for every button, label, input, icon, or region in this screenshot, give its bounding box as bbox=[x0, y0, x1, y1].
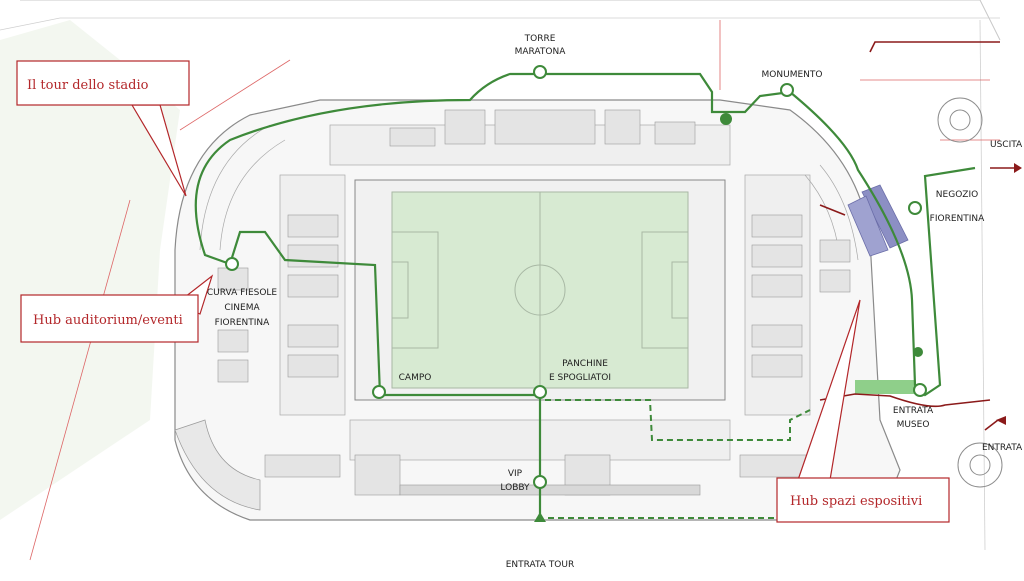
museum-entrance-area bbox=[855, 380, 915, 394]
label-curva-fiesole: CURVA FIESOLE bbox=[207, 288, 278, 298]
label-lobby: LOBBY bbox=[500, 483, 530, 493]
exit-arrow-icon bbox=[1014, 163, 1022, 173]
site-border-top bbox=[0, 17, 1000, 31]
label-uscita: USCITA bbox=[990, 140, 1023, 150]
callout-auditorium-text: Hub auditorium/eventi bbox=[33, 313, 183, 328]
road-line bbox=[179, 59, 291, 131]
callout-espositivi: Hub spazi espositivi bbox=[776, 477, 950, 523]
label-spogliatoi: E SPOGLIATOI bbox=[549, 373, 611, 383]
stand-blocks-north bbox=[389, 109, 696, 147]
label-maratona: MARATONA bbox=[515, 47, 567, 57]
south-west-curve bbox=[174, 419, 261, 511]
site-border-east bbox=[979, 19, 986, 551]
callout-tour: Il tour dello stadio bbox=[16, 60, 190, 106]
football-pitch bbox=[391, 191, 689, 389]
label-museo: MUSEO bbox=[897, 420, 930, 430]
label-cinema: CINEMA bbox=[224, 303, 260, 313]
label-entrata-tour: ENTRATA TOUR bbox=[506, 560, 575, 570]
callout-espositivi-text: Hub spazi espositivi bbox=[790, 494, 922, 509]
place-labels: TORRE MARATONA MONUMENTO USCITA NEGOZIO … bbox=[207, 34, 1023, 570]
callout-tour-text: Il tour dello stadio bbox=[27, 78, 149, 93]
tour-route bbox=[194, 72, 976, 480]
roundabout-north bbox=[937, 97, 983, 143]
label-vip: VIP bbox=[508, 469, 523, 479]
label-monumento: MONUMENTO bbox=[762, 70, 823, 80]
elevator-icons bbox=[720, 113, 923, 357]
callout-auditorium-box bbox=[20, 294, 199, 343]
label-negozio: NEGOZIO bbox=[936, 190, 978, 200]
red-paths bbox=[819, 41, 1015, 431]
stand-blocks-south bbox=[264, 454, 816, 496]
label-fiorentina-cinema: FIORENTINA bbox=[215, 318, 270, 328]
stand-blocks-east bbox=[751, 214, 851, 378]
tour-entrance-arrow-icon bbox=[534, 512, 546, 522]
roundabout-south bbox=[957, 442, 1003, 488]
callout-espositivi-box bbox=[776, 477, 950, 523]
exhibition-space bbox=[847, 195, 889, 257]
road-line bbox=[29, 199, 131, 561]
site-border bbox=[20, 0, 1001, 41]
label-campo: CAMPO bbox=[399, 373, 432, 383]
callout-tour-box bbox=[16, 60, 190, 106]
entrance-arrow-icon bbox=[996, 416, 1006, 425]
label-fiorentina-negozio: FIORENTINA bbox=[930, 214, 985, 224]
label-torre: TORRE bbox=[524, 34, 556, 44]
label-entrata: ENTRATA bbox=[982, 443, 1023, 453]
label-entrata-museo: ENTRATA bbox=[893, 406, 934, 416]
route-stops bbox=[225, 65, 927, 489]
label-panchine: PANCHINE bbox=[562, 359, 608, 369]
stand-blocks-west bbox=[217, 214, 339, 383]
callout-auditorium: Hub auditorium/eventi bbox=[20, 294, 199, 343]
green-area-west bbox=[0, 20, 180, 520]
